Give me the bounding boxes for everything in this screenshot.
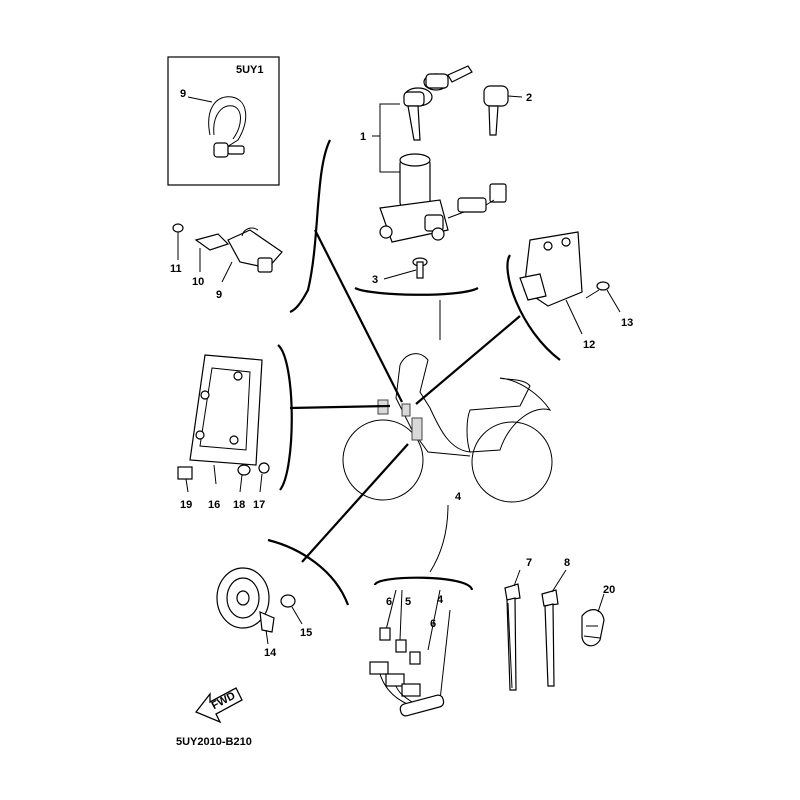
callout-4-harness: 4 <box>437 594 444 606</box>
screw-13 <box>585 281 621 313</box>
fuse-set <box>369 627 445 717</box>
nut-19 <box>177 466 193 493</box>
fwd-arrow: FWD <box>194 687 243 724</box>
callout-12: 12 <box>583 339 595 351</box>
callout-15: 15 <box>300 627 312 639</box>
washer-18 <box>237 464 251 493</box>
cdi-unit-16 <box>189 354 263 485</box>
hook-bracket-group: 11 10 9 <box>170 139 331 314</box>
cable-tie-7: 7 <box>504 557 532 691</box>
callout-17: 17 <box>253 499 265 511</box>
leader-horn <box>301 443 409 563</box>
bolt-11 <box>172 223 184 260</box>
bolt-15 <box>280 594 303 625</box>
callout-13: 13 <box>621 317 633 329</box>
bracket-10 <box>194 233 230 272</box>
clamp-20: 20 <box>581 584 615 647</box>
cable-tie-8: 8 <box>541 557 570 687</box>
callout-10: 10 <box>192 276 204 288</box>
callout-16: 16 <box>208 499 220 511</box>
callout-14: 14 <box>264 647 277 659</box>
switch-12-group: 12 13 <box>506 231 633 361</box>
leader-harness <box>429 504 449 573</box>
leader-switch-12 <box>415 315 521 405</box>
callout-11: 11 <box>170 263 182 275</box>
horn-group: 14 15 <box>216 538 350 659</box>
leader-main-switch <box>314 229 403 403</box>
wire-harness-group: 6 5 4 6 <box>369 576 474 717</box>
callout-3: 3 <box>372 274 378 286</box>
callout-20: 20 <box>603 584 615 596</box>
callout-1: 1 <box>360 131 366 143</box>
callout-9: 9 <box>216 289 222 301</box>
main-switch-assembly: 1 2 3 <box>354 65 532 340</box>
callout-19: 19 <box>180 499 192 511</box>
callout-5: 5 <box>405 596 411 608</box>
main-switch <box>379 153 507 243</box>
hook-9 <box>221 227 283 283</box>
screw-3 <box>383 257 428 280</box>
diagram-code: 5UY2010-B210 <box>176 736 252 748</box>
leader-cdi <box>289 404 391 410</box>
inset-title: 5UY1 <box>236 64 264 76</box>
handle-switch-12 <box>519 231 583 335</box>
callout-9-inset: 9 <box>180 88 186 100</box>
spare-key <box>483 85 523 136</box>
callout-8: 8 <box>564 557 570 569</box>
callout-6-right: 6 <box>430 618 436 630</box>
callout-18: 18 <box>233 499 245 511</box>
callout-2: 2 <box>526 92 532 104</box>
cdi-unit-group: 19 16 18 17 <box>177 344 293 511</box>
callout-7: 7 <box>526 557 532 569</box>
key-set <box>403 65 473 141</box>
callout-6-left: 6 <box>386 596 392 608</box>
horn-14 <box>216 567 275 645</box>
bolt-17 <box>258 462 270 493</box>
inset-5uy1: 5UY1 9 <box>167 56 280 186</box>
hook-wire-inset <box>187 96 247 158</box>
callout-4-main: 4 <box>455 491 462 503</box>
